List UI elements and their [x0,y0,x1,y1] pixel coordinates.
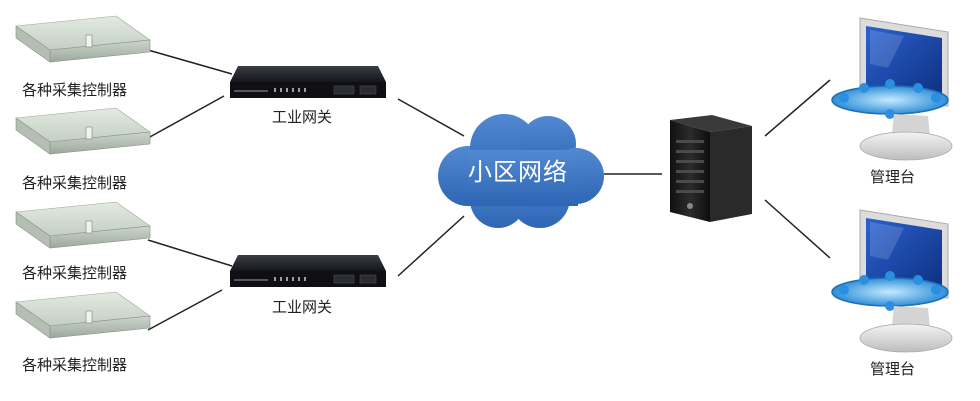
server-tower [670,115,752,222]
controller-device-4 [15,291,151,339]
gateway-label-2: 工业网关 [272,298,333,316]
console-workstation-1 [831,17,953,161]
link-controller3-gateway2 [147,239,233,267]
controller-label-3: 各种采集控制器 [22,264,128,282]
link-gateway2-network [397,215,465,277]
console-label-2: 管理台 [870,360,916,378]
link-controller2-gateway1 [147,95,225,139]
controller-device-2 [15,107,151,155]
link-gateway1-network [397,98,465,137]
connection-lines [147,49,831,331]
link-server-console1 [764,79,831,137]
controller-label-1: 各种采集控制器 [22,81,128,99]
link-controller1-gateway1 [147,49,233,75]
link-server-console2 [764,199,831,259]
gateway-label-1: 工业网关 [272,108,333,126]
console-label-1: 管理台 [870,168,916,186]
gateway-device-2 [230,255,386,287]
controller-label-2: 各种采集控制器 [22,174,128,192]
link-controller4-gateway2 [147,289,223,331]
network-label: 小区网络 [468,158,568,186]
controller-device-1 [15,15,151,63]
console-workstation-2 [831,209,953,353]
network-cloud [438,114,604,228]
gateway-device-1 [230,66,386,98]
controller-label-4: 各种采集控制器 [22,356,128,374]
controller-device-3 [15,201,151,249]
